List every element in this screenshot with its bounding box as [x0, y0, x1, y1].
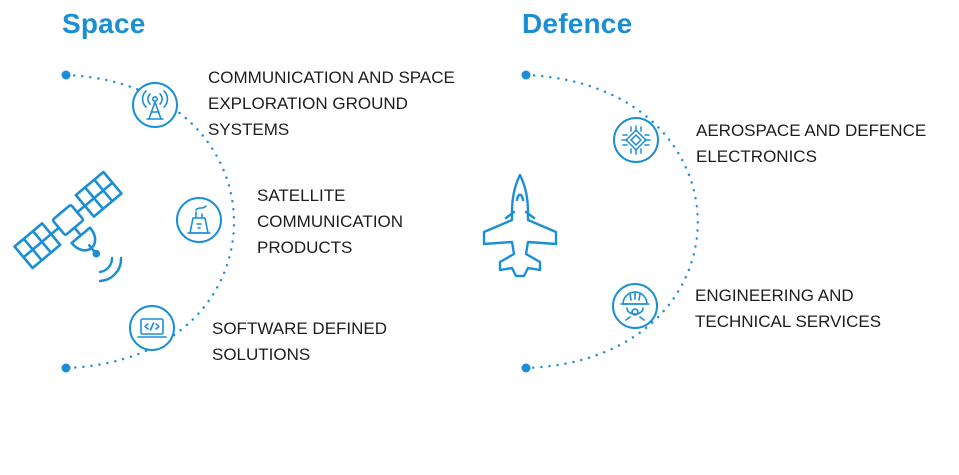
space-item-label-ground-systems: COMMUNICATION AND SPACE EXPLORATION GROU… [208, 68, 455, 139]
space-arc-end-dot [61, 363, 71, 373]
space-item-label-software-solutions: SOFTWARE DEFINED SOLUTIONS [212, 319, 388, 364]
space-item-label-satellite-products: SATELLITE COMMUNICATION PRODUCTS [257, 186, 404, 257]
chip-icon [613, 117, 659, 163]
defence-arc-start-dot [521, 70, 531, 80]
defence-dotted-arc [524, 73, 699, 370]
defence-item-label-engineering-services: ENGINEERING AND TECHNICAL SERVICES [695, 286, 882, 331]
engineer-helmet-icon [612, 283, 658, 329]
satellite-factory-icon [176, 197, 222, 243]
signal-waves [98, 256, 123, 283]
defence-arc-end-dot [521, 363, 531, 373]
defence-title: Defence [522, 8, 633, 39]
code-laptop-icon [129, 305, 175, 351]
fighter-jet-icon [482, 173, 558, 278]
antenna-tower-icon [132, 82, 178, 128]
space-arc-start-dot [61, 70, 71, 80]
satellite-icon [13, 170, 123, 270]
defence-item-label-electronics: AEROSPACE AND DEFENCE ELECTRONICS [696, 121, 927, 166]
space-title: Space [62, 8, 146, 39]
